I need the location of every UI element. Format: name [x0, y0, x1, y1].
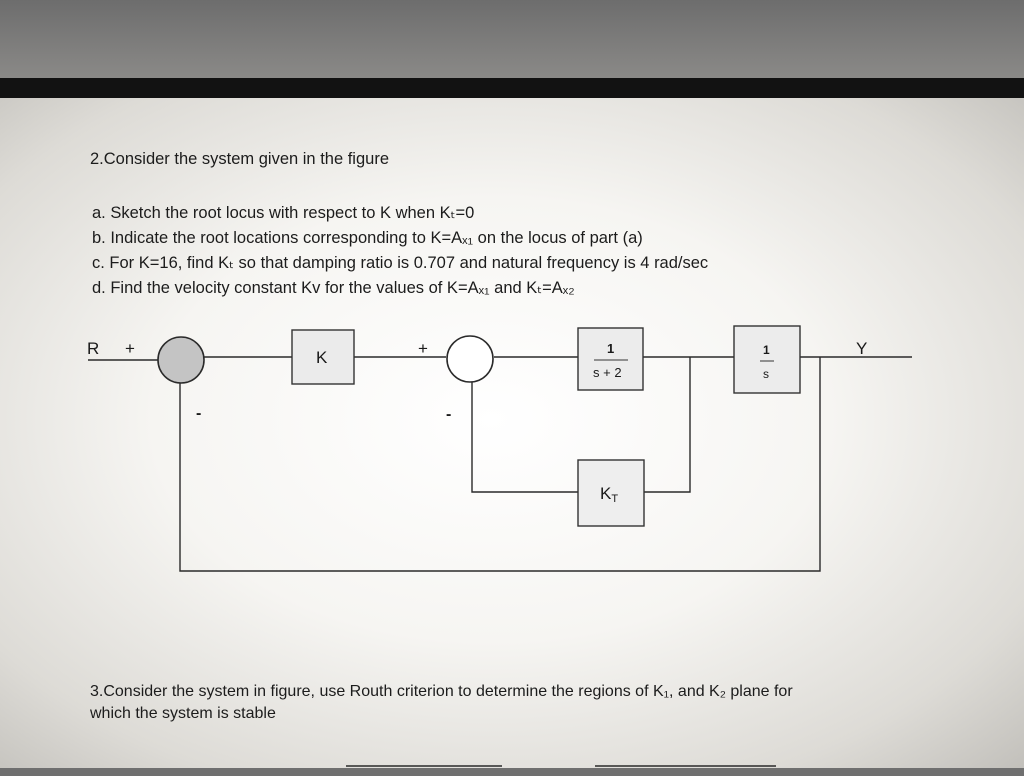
sum1-minus-sign: - — [196, 405, 201, 422]
outer-feedback-path — [179, 357, 821, 572]
question-2-item-a: a. Sketch the root locus with respect to… — [92, 204, 475, 222]
question-3-line-1: 3.Consider the system in figure, use Rou… — [90, 683, 793, 700]
block-kt-subscript: T — [611, 493, 618, 505]
sum1-plus-sign: + — [125, 339, 135, 358]
summing-junction-1 — [157, 336, 205, 384]
monitor-top-area — [0, 0, 1024, 80]
g1-numerator: 1 — [607, 341, 614, 356]
summing-junction-2 — [446, 335, 494, 383]
next-figure-lines — [346, 765, 776, 767]
window-title-bar — [0, 78, 1024, 98]
question-2-item-d: d. Find the velocity constant Kv for the… — [92, 279, 575, 297]
block-kt-main: K — [600, 484, 612, 503]
sum2-minus-sign: - — [446, 406, 451, 423]
integrator-denominator: s — [763, 367, 769, 381]
question-2-item-c: c. For K=16, find Kₜ so that damping rat… — [92, 254, 709, 272]
integrator-numerator: 1 — [763, 343, 770, 357]
document-page — [0, 98, 1024, 768]
question-2-item-b: b. Indicate the root locations correspon… — [92, 229, 643, 247]
next-figure-partial — [0, 758, 1024, 768]
sum2-plus-sign: + — [418, 339, 428, 358]
inner-feedback-return — [471, 380, 578, 493]
block-g1 — [577, 327, 644, 391]
block-k-label: K — [316, 348, 328, 367]
question-3: 3.Consider the system in figure, use Rou… — [90, 681, 793, 725]
block-kt — [577, 459, 645, 527]
g1-denominator: s + 2 — [593, 365, 622, 380]
output-label-y: Y — [856, 339, 867, 358]
question-2-title: 2.Consider the system given in the figur… — [90, 150, 389, 168]
inner-feedback-tap — [644, 357, 691, 493]
question-2-items: a. Sketch the root locus with respect to… — [92, 201, 708, 301]
block-kt-label: KT — [600, 484, 618, 505]
question-3-line-2: which the system is stable — [90, 705, 276, 722]
block-integrator — [733, 325, 801, 394]
block-k — [291, 329, 355, 385]
input-label-r: R — [87, 339, 99, 358]
